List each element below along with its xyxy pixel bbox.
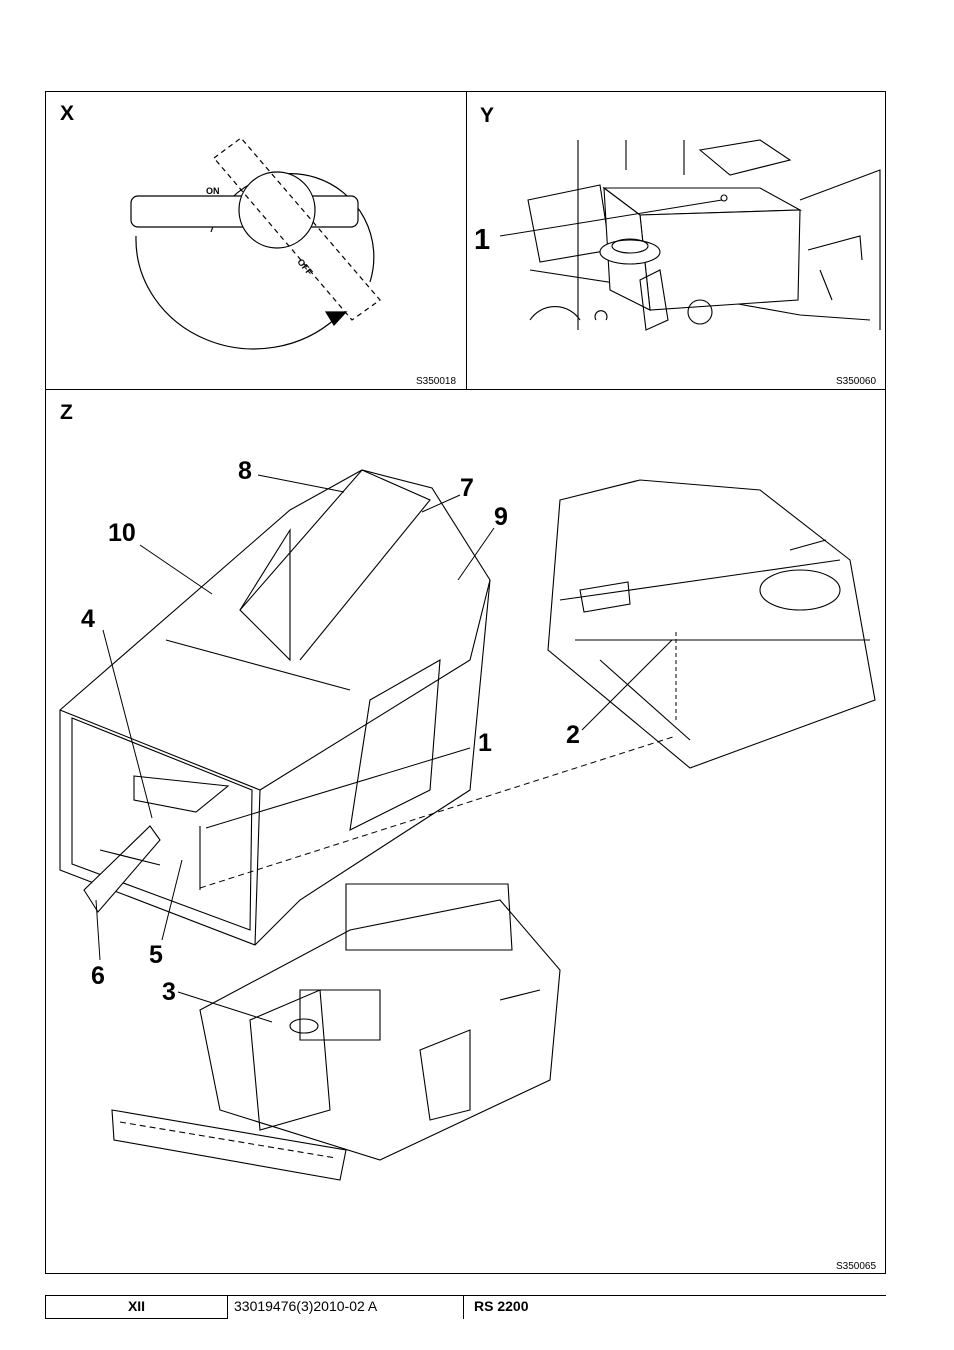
panel-z-callout-6: 6: [91, 962, 105, 990]
panel-y-letter: Y: [480, 104, 495, 127]
panel-z-callout-7: 7: [460, 474, 474, 502]
panel-z-callout-2: 2: [566, 721, 580, 749]
panel-z-letter: Z: [60, 401, 73, 424]
panel-z-callout-3: 3: [162, 978, 176, 1006]
panel-z-callout-4: 4: [81, 605, 95, 633]
switch-on-label: ON: [206, 186, 220, 196]
panel-z-callout-10: 10: [108, 519, 136, 547]
panel-y-code: S350060: [836, 376, 877, 387]
panel-z-callout-9: 9: [494, 503, 508, 531]
figure-frame: [45, 91, 886, 1274]
footer-model: RS 2200: [474, 1298, 529, 1314]
panel-z-callout-5: 5: [149, 941, 163, 969]
panel-x-letter: X: [60, 102, 75, 125]
panel-divider-vertical: [466, 91, 467, 389]
panel-y-callout-1: 1: [474, 224, 491, 256]
panel-divider-horizontal: [45, 389, 886, 390]
panel-z-code: S350065: [836, 1261, 877, 1272]
page-footer: XII 33019476(3)2010-02 A RS 2200: [45, 1295, 886, 1319]
panel-x-code: S350018: [416, 376, 457, 387]
panel-z-callout-1: 1: [478, 729, 492, 757]
footer-section: XII: [45, 1296, 228, 1319]
panel-z-callout-8: 8: [238, 457, 252, 485]
footer-doc-number: 33019476(3)2010-02 A: [228, 1296, 464, 1319]
